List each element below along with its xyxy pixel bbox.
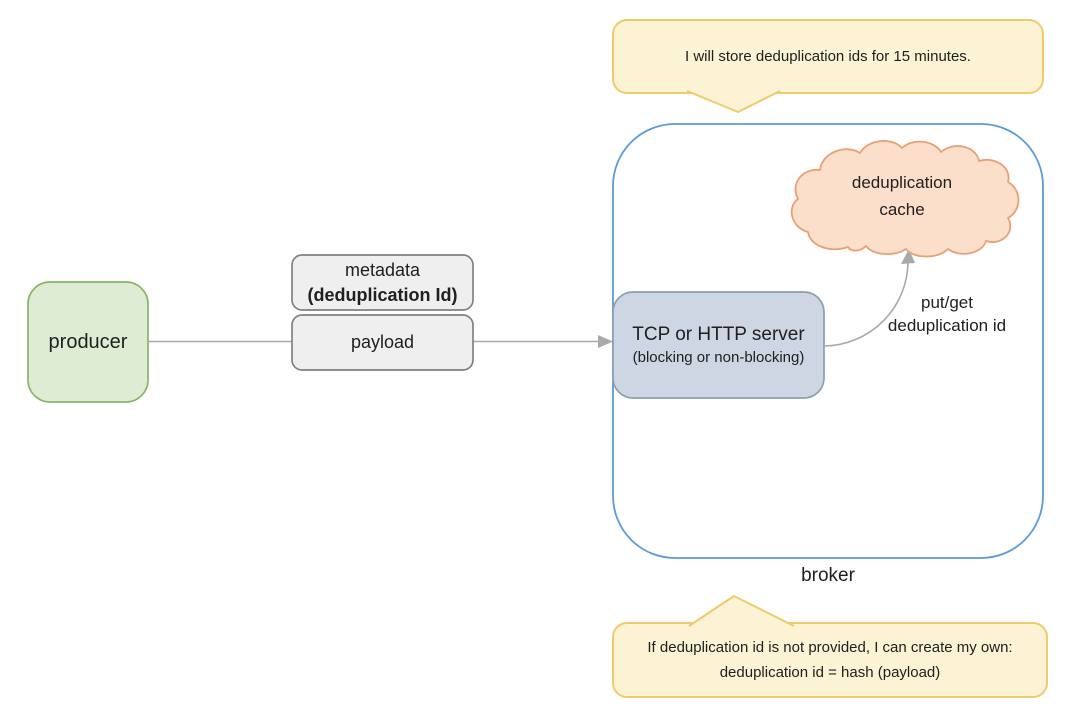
metadata-box xyxy=(291,254,474,311)
callout-top-tail xyxy=(686,90,781,113)
server-box xyxy=(612,291,825,399)
callout-bottom-tail xyxy=(688,595,795,627)
cache-cloud xyxy=(790,140,1020,258)
callout-top-bubble xyxy=(612,19,1044,94)
producer-box xyxy=(27,281,149,403)
callout-bottom-bubble xyxy=(612,622,1048,698)
payload-box xyxy=(291,314,474,371)
server-to-cache-arrowhead-icon xyxy=(901,249,915,264)
producer-to-server-arrowhead-icon xyxy=(598,335,613,348)
server-to-cache-arrow xyxy=(824,262,909,347)
